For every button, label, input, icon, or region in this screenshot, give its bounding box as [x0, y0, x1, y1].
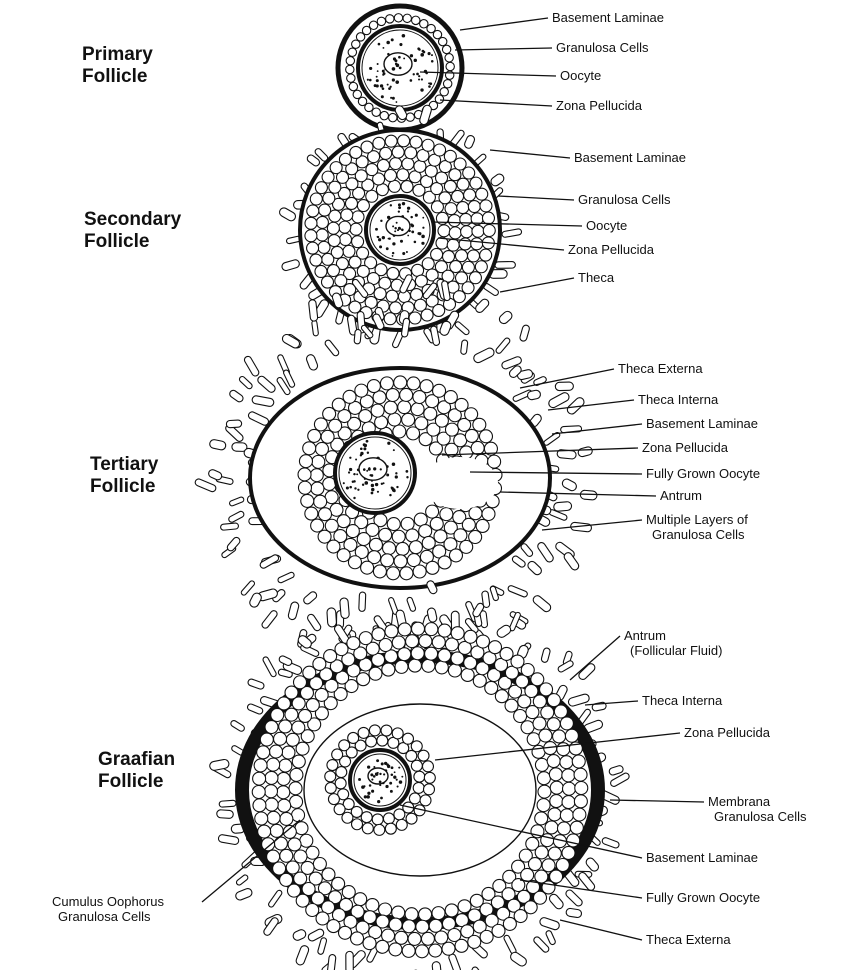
leader-line-theca: [500, 278, 574, 292]
callout-line: Theca Externa: [618, 361, 703, 376]
callout-line: Zona Pellucida: [568, 242, 655, 257]
callout-line: Oocyte: [586, 218, 627, 233]
stage-title-line: Follicle: [84, 231, 149, 252]
leader-line-theca-externa: [560, 920, 642, 940]
oocyte: [358, 26, 442, 110]
callout-line: Antrum: [660, 488, 702, 503]
callout-line: Antrum: [624, 628, 666, 643]
callout-zona-pellucida: Zona Pellucida: [556, 98, 643, 113]
stage-title-line: Secondary: [84, 209, 182, 230]
fully-grown-oocyte: [335, 433, 415, 513]
leader-line-granulosa-cells: [498, 196, 574, 200]
callout-line: Granulosa Cells: [58, 909, 151, 924]
callout-zona-pellucida: Zona Pellucida: [684, 725, 771, 740]
callout-fully-grown-oocyte: Fully Grown Oocyte: [646, 466, 760, 481]
antrum: [422, 457, 498, 509]
callout-line: Zona Pellucida: [556, 98, 643, 113]
callout-line: Fully Grown Oocyte: [646, 466, 760, 481]
stage-title-line: Follicle: [98, 771, 163, 792]
callout-line: Fully Grown Oocyte: [646, 890, 760, 905]
stage-title-line: Tertiary: [90, 454, 159, 475]
callout-granulosa-cells: Granulosa Cells: [578, 192, 671, 207]
callout-theca-interna: Theca Interna: [642, 693, 723, 708]
callout-line: Theca Interna: [638, 392, 719, 407]
stage-title-line: Follicle: [90, 476, 155, 497]
follicle-illustrations: [194, 6, 630, 970]
callout-oocyte: Oocyte: [560, 68, 601, 83]
callout-zona-pellucida: Zona Pellucida: [642, 440, 729, 455]
callout-line: (Follicular Fluid): [630, 643, 722, 658]
callout-antrum-follicular-fluid: Antrum(Follicular Fluid): [624, 628, 722, 658]
callout-line: Granulosa Cells: [578, 192, 671, 207]
callout-line: Multiple Layers of: [646, 512, 748, 527]
callout-basement-laminae: Basement Laminae: [646, 416, 758, 431]
callout-line: Theca Interna: [642, 693, 723, 708]
stage-title-line: Follicle: [82, 66, 147, 87]
callout-theca: Theca: [578, 270, 615, 285]
callout-line: Cumulus Oophorus: [52, 894, 164, 909]
callout-line: Theca Externa: [646, 932, 731, 947]
callout-theca-externa: Theca Externa: [646, 932, 731, 947]
callout-line: Basement Laminae: [574, 150, 686, 165]
leader-line-zona-pellucida: [440, 100, 552, 106]
callout-line: Zona Pellucida: [684, 725, 771, 740]
leader-line-membrana: [610, 800, 704, 802]
fully-grown-oocyte: [350, 750, 410, 810]
stage-title-line: Primary: [82, 44, 153, 65]
leader-line-multiple-layers-of: [542, 520, 642, 530]
callout-line: Oocyte: [560, 68, 601, 83]
callout-basement-laminae: Basement Laminae: [646, 850, 758, 865]
callout-line: Zona Pellucida: [642, 440, 729, 455]
callout-line: Granulosa Cells: [556, 40, 649, 55]
oocyte: [366, 196, 434, 264]
callout-theca-externa: Theca Externa: [618, 361, 703, 376]
callout-theca-interna: Theca Interna: [638, 392, 719, 407]
callout-line: Basement Laminae: [552, 10, 664, 25]
callout-basement-laminae: Basement Laminae: [552, 10, 664, 25]
leader-line-granulosa-cells: [455, 48, 552, 50]
callout-line: Membrana: [708, 794, 771, 809]
leader-line-theca-interna: [585, 701, 638, 705]
callout-line: Basement Laminae: [646, 850, 758, 865]
stage-title-line: Graafian: [98, 749, 175, 770]
callout-zona-pellucida: Zona Pellucida: [568, 242, 655, 257]
callout-antrum: Antrum: [660, 488, 702, 503]
callout-line: Granulosa Cells: [714, 809, 807, 824]
callout-line: Granulosa Cells: [652, 527, 745, 542]
callout-oocyte: Oocyte: [586, 218, 627, 233]
callout-basement-laminae: Basement Laminae: [574, 150, 686, 165]
leader-line-basement-laminae: [490, 150, 570, 158]
leader-line-antrum: [570, 636, 620, 680]
callout-fully-grown-oocyte: Fully Grown Oocyte: [646, 890, 760, 905]
callout-line: Basement Laminae: [646, 416, 758, 431]
callout-granulosa-cells: Granulosa Cells: [556, 40, 649, 55]
leader-line-basement-laminae: [460, 18, 548, 30]
graafian-follicle: [209, 580, 630, 970]
callout-line: Theca: [578, 270, 615, 285]
